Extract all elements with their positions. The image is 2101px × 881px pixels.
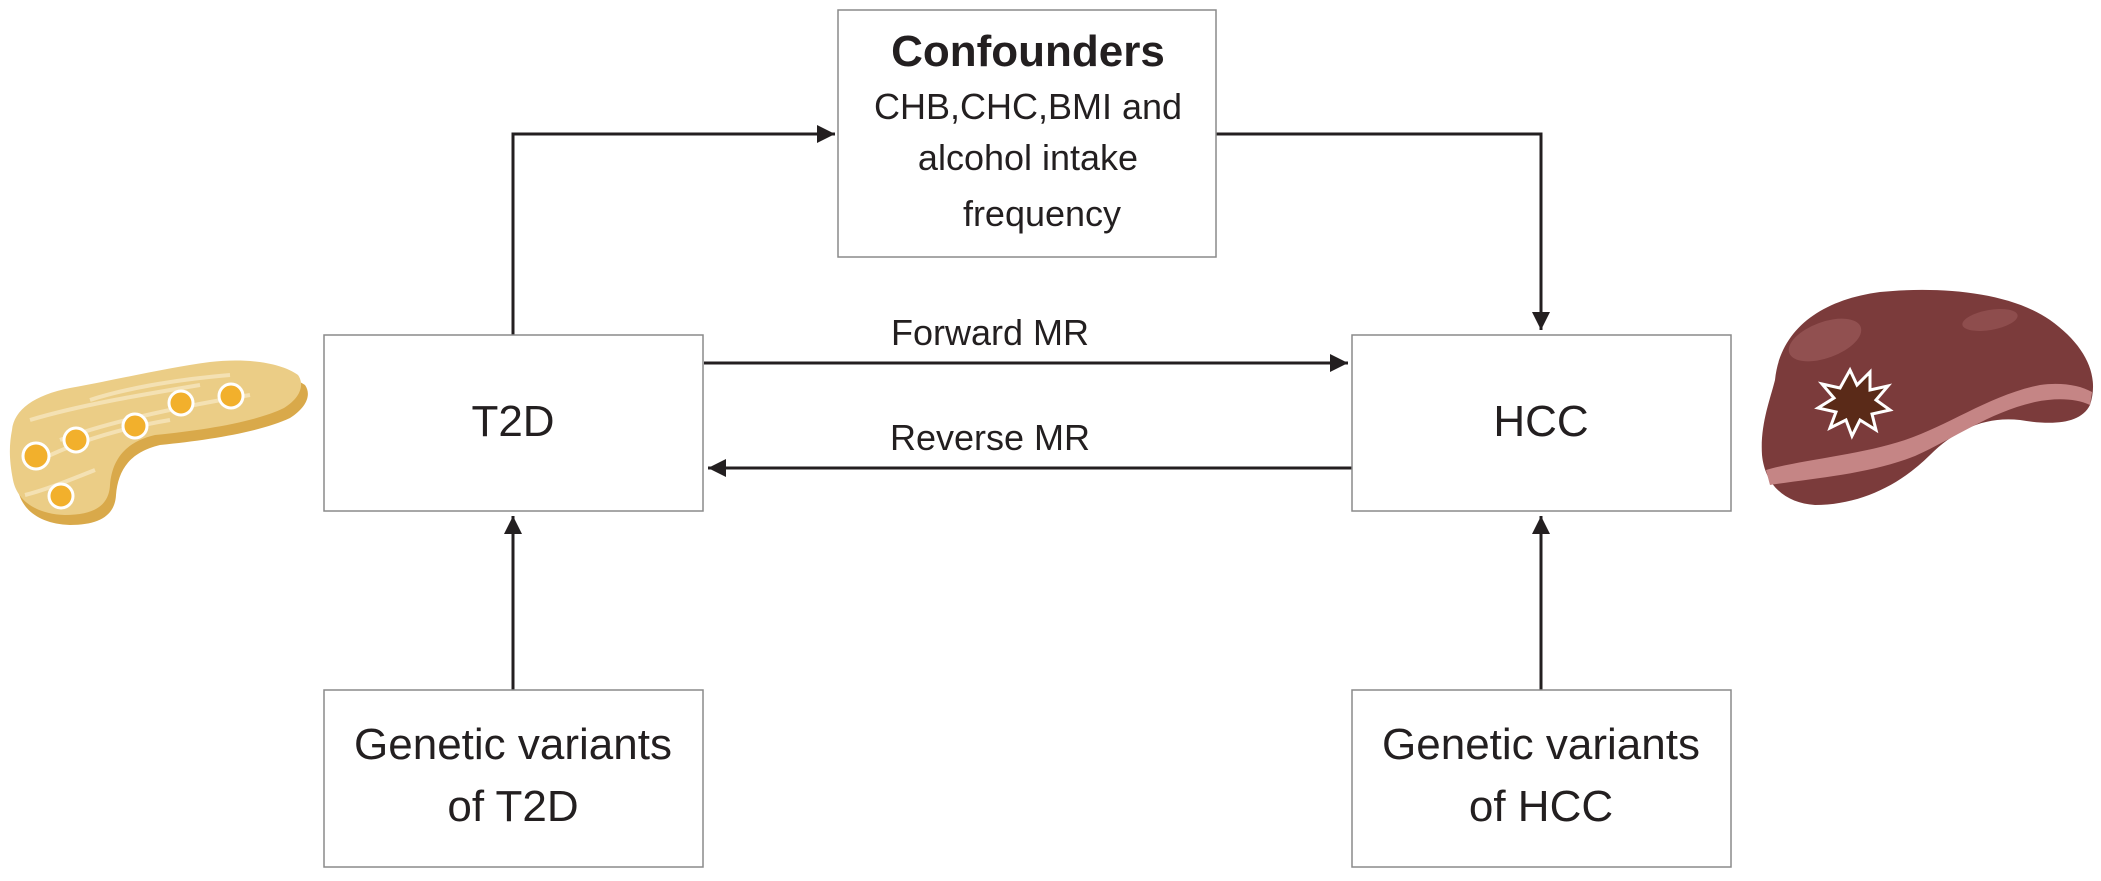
pancreas-icon bbox=[9, 360, 308, 525]
hcc-instruments-line: of HCC bbox=[1469, 782, 1613, 831]
t2d-instruments-line: of T2D bbox=[447, 782, 578, 831]
arrow-t2d-to-confounders bbox=[511, 125, 835, 335]
hcc-label: HCC bbox=[1493, 397, 1588, 446]
liver-tumor-icon bbox=[1761, 289, 2094, 505]
confounders-line: frequency bbox=[963, 193, 1121, 234]
forward-mr-label: Forward MR bbox=[891, 312, 1089, 353]
hcc-box: HCC bbox=[1351, 334, 1732, 512]
hcc-instruments-line: Genetic variants bbox=[1382, 720, 1700, 769]
t2d-label: T2D bbox=[471, 397, 554, 446]
t2d-box: T2D bbox=[323, 334, 704, 512]
reverse-mr-label: Reverse MR bbox=[890, 417, 1090, 458]
t2d-instruments-line: Genetic variants bbox=[354, 720, 672, 769]
t2d-instruments-box: Genetic variants of T2D bbox=[323, 689, 704, 868]
confounders-box: Confounders CHB,CHC,BMI and alcohol inta… bbox=[837, 9, 1217, 258]
hcc-instruments-box: Genetic variants of HCC bbox=[1351, 689, 1732, 868]
confounders-line: CHB,CHC,BMI and bbox=[874, 86, 1182, 127]
confounders-line: alcohol intake bbox=[918, 137, 1138, 178]
confounders-title: Confounders bbox=[891, 27, 1165, 76]
arrow-confounders-to-hcc bbox=[1216, 132, 1550, 330]
